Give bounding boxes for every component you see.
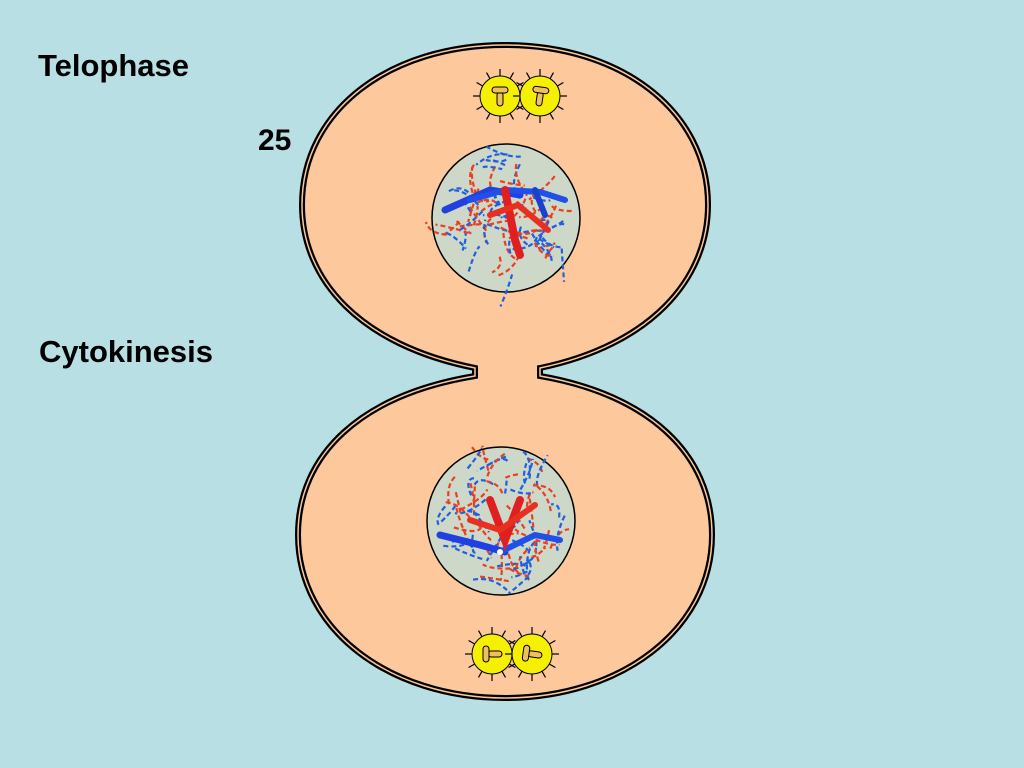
slide-number: 25 xyxy=(258,124,292,157)
chromatin-strand xyxy=(482,165,503,171)
chromatin-strand xyxy=(525,491,534,507)
chromatin-strand xyxy=(544,245,555,259)
chromatin-strand xyxy=(453,526,482,533)
chromatin-strand xyxy=(533,242,554,258)
chromatin-strand xyxy=(499,274,514,307)
chromatin-strand xyxy=(537,222,565,238)
chromatin-strand xyxy=(531,233,553,257)
title-cytokinesis: Cytokinesis xyxy=(39,334,214,369)
chromatin-strand xyxy=(507,553,522,576)
chromatin-strand xyxy=(500,226,530,240)
chromatin-strand xyxy=(442,218,462,236)
chromatin-strand xyxy=(537,214,553,223)
chromatin-strand xyxy=(480,575,510,583)
chromatin-strand xyxy=(467,188,480,223)
chromatin-strand xyxy=(436,505,447,526)
chromatin-strand xyxy=(476,198,497,204)
chromatin-strand xyxy=(466,447,483,470)
chromatin-strand xyxy=(528,175,556,201)
chromosomes xyxy=(441,186,568,259)
chromatin-strand xyxy=(499,180,525,187)
centriole xyxy=(513,69,567,123)
chromatin-strand xyxy=(470,445,489,461)
chromatin-strand xyxy=(488,165,497,190)
cell-membrane-inner xyxy=(297,44,713,699)
chromatin-strand xyxy=(473,479,495,486)
chromatin-strand xyxy=(537,242,556,250)
chromatin-strand xyxy=(511,570,528,579)
chromatin-strand xyxy=(518,226,530,247)
lower-nucleus xyxy=(426,445,576,596)
chromatin-strand xyxy=(499,553,504,581)
title-telophase: Telophase xyxy=(38,48,190,83)
chromatin-strand xyxy=(453,546,483,561)
chromatin-strand xyxy=(470,534,476,554)
chromatin-strand xyxy=(532,196,551,202)
chromatin-strand xyxy=(527,493,535,528)
chromatin-strand xyxy=(453,189,480,206)
chromatin-strand xyxy=(477,203,493,215)
chromatin-strand xyxy=(443,543,466,548)
chromatin-strand xyxy=(472,205,479,226)
chromatin-strand xyxy=(526,558,532,576)
chromatin-strand xyxy=(459,210,484,231)
chromatin-strand xyxy=(460,488,489,511)
chromatin-strand xyxy=(448,187,471,195)
chromatin-strand xyxy=(454,491,462,514)
chromatin-strand xyxy=(509,567,530,577)
chromatin-strand xyxy=(519,458,534,491)
chromosomes xyxy=(436,496,563,556)
chromatin-strand xyxy=(446,232,467,250)
chromatin-strand xyxy=(484,479,504,494)
chromatin-strand xyxy=(447,474,458,505)
chromatin-strand xyxy=(537,238,553,262)
chromatin-strand xyxy=(483,217,492,244)
chromatin-strand xyxy=(560,248,566,282)
chromatin-strand xyxy=(482,158,507,163)
centriole xyxy=(473,69,527,123)
chromatin-strand xyxy=(467,245,481,272)
chromatin-strand xyxy=(475,153,508,166)
chromatin-strand xyxy=(445,501,471,519)
chromatin-strand xyxy=(544,205,558,225)
chromatin-strand xyxy=(525,541,536,570)
chromatin-strand xyxy=(530,547,547,558)
chromatin-strand xyxy=(555,515,566,552)
chromatin-strand xyxy=(462,509,481,517)
chromatin-strand xyxy=(472,577,508,591)
chromatin-strand xyxy=(522,462,528,484)
chromatin-strand xyxy=(520,449,532,479)
chromatin-strand xyxy=(481,445,490,471)
chromatin-strand xyxy=(535,454,549,487)
chromatin-strand xyxy=(550,503,561,518)
chromatin-strand xyxy=(503,480,508,497)
chromatin-strand xyxy=(467,477,475,496)
chromatin-strand xyxy=(538,238,555,249)
chromatin-strand xyxy=(491,256,502,274)
chromatin-strand xyxy=(533,482,552,512)
cell-membrane xyxy=(294,41,716,702)
upper-centrioles xyxy=(473,69,567,123)
lower-centrioles xyxy=(465,627,559,681)
upper-nucleus xyxy=(424,143,581,307)
chromatin-strand xyxy=(477,523,492,541)
chromatin-strand xyxy=(532,484,557,498)
chromatin-strand xyxy=(518,556,531,581)
chromatin-strand xyxy=(551,205,574,213)
chromatin-strand xyxy=(507,487,531,495)
centriole xyxy=(505,627,559,681)
dividing-cell xyxy=(294,41,716,702)
chromatin-strand xyxy=(455,507,469,539)
chromatin-strand xyxy=(440,505,457,523)
chromatin-strand xyxy=(472,486,476,520)
chromatin-strand xyxy=(507,575,530,595)
chromatin-strand xyxy=(542,529,551,550)
chromatin-strand xyxy=(483,219,490,245)
chromatin-strand xyxy=(486,451,508,477)
chromatin-strand xyxy=(502,230,516,260)
chromatin-strand xyxy=(502,473,519,481)
